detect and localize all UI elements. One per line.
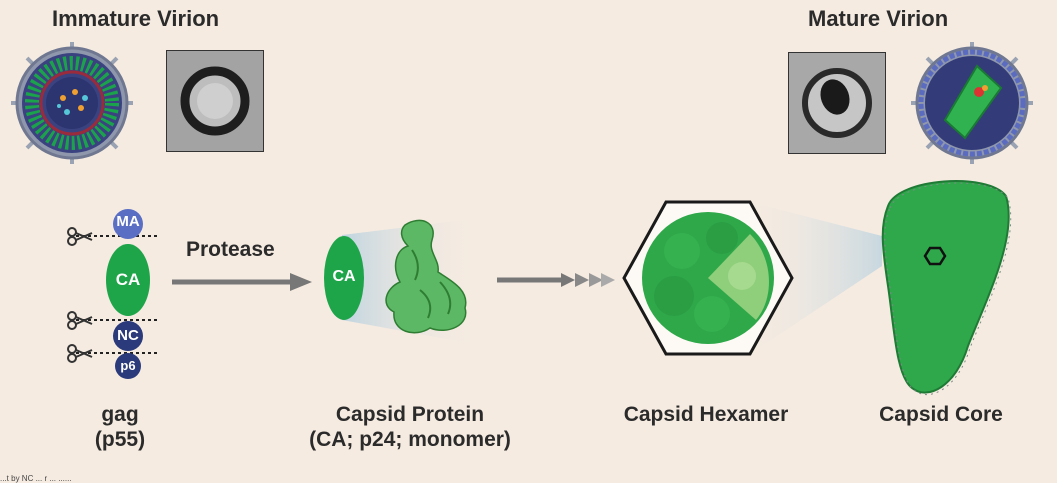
ma-domain-label: MA — [116, 213, 140, 230]
capsid-protein-caption-line1: Capsid Protein — [335, 403, 485, 426]
ca-monomer-label: CA — [332, 268, 356, 285]
nc-domain-label: NC — [117, 327, 139, 344]
immature-virion-schematic — [11, 42, 133, 164]
protease-arrow — [172, 273, 312, 291]
capsid-hexamer-caption: Capsid Hexamer — [623, 403, 789, 426]
capsid-protein-caption-line2: (CA; p24; monomer) — [309, 428, 511, 451]
gag-caption-line1: gag — [101, 403, 139, 426]
assembly-arrow — [497, 273, 615, 287]
mature-em-image — [788, 52, 886, 154]
protease-label: Protease — [186, 238, 275, 261]
ca-domain-label: CA — [115, 270, 141, 289]
mature-virion-title: Mature Virion — [808, 6, 949, 31]
capsid-hexamer-structure — [622, 200, 882, 356]
mature-virion-schematic — [911, 42, 1033, 164]
capsid-monomer-structure — [324, 218, 480, 345]
p6-domain-label: p6 — [120, 358, 136, 373]
capsid-core-structure — [881, 180, 1012, 395]
capsid-core-caption: Capsid Core — [879, 403, 1003, 426]
gag-polyprotein — [67, 209, 160, 379]
footnote: ...t by NC ... r ... ...... — [0, 474, 72, 483]
immature-em-image — [166, 50, 264, 152]
scissors-icon — [67, 227, 93, 363]
immature-virion-title: Immature Virion — [52, 6, 220, 31]
gag-caption-line2: (p55) — [94, 428, 146, 451]
